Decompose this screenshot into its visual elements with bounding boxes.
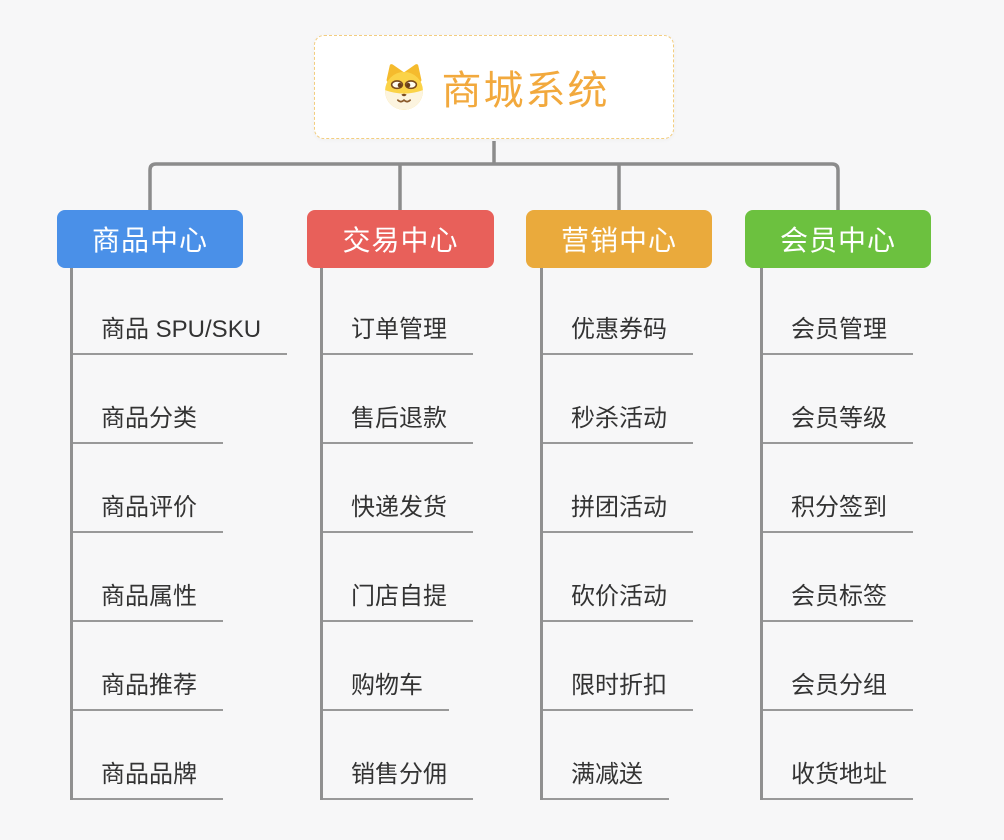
branch-member-children: 会员管理 会员等级 积分签到 会员标签 会员分组 收货地址 [760,268,913,800]
leaf-node[interactable]: 会员分组 [763,672,913,711]
leaf-node[interactable]: 订单管理 [323,316,473,355]
leaf-node[interactable]: 售后退款 [323,405,473,444]
leaf-node[interactable]: 秒杀活动 [543,405,693,444]
leaf-node[interactable]: 砍价活动 [543,583,693,622]
branch-label: 会员中心 [779,225,896,256]
leaf-node[interactable]: 会员标签 [763,583,913,622]
leaf-node[interactable]: 商品分类 [73,405,223,444]
leaf-node[interactable]: 门店自提 [323,583,473,622]
leaf-node[interactable]: 购物车 [323,672,449,711]
leaf-node[interactable]: 拼团活动 [543,494,693,533]
leaf-node[interactable]: 商品品牌 [73,761,223,800]
branch-label: 营销中心 [560,225,677,256]
branch-trade-children: 订单管理 售后退款 快递发货 门店自提 购物车 销售分佣 [320,268,473,800]
root-node[interactable]: 商城系统 [314,35,674,139]
branch-label: 交易中心 [342,225,459,256]
leaf-node[interactable]: 优惠券码 [543,316,693,355]
branch-product-children: 商品 SPU/SKU 商品分类 商品评价 商品属性 商品推荐 商品品牌 [70,268,288,800]
leaf-node[interactable]: 商品属性 [73,583,223,622]
leaf-node[interactable]: 商品评价 [73,494,223,533]
leaf-node[interactable]: 快递发货 [323,494,473,533]
leaf-node[interactable]: 会员等级 [763,405,913,444]
leaf-node[interactable]: 销售分佣 [323,761,473,800]
branch-trade-center[interactable]: 交易中心 [307,210,494,268]
leaf-node[interactable]: 会员管理 [763,316,913,355]
doge-icon [379,63,429,111]
leaf-node[interactable]: 积分签到 [763,494,913,533]
leaf-node[interactable]: 收货地址 [763,761,913,800]
leaf-node[interactable]: 满减送 [543,761,669,800]
branch-product-center[interactable]: 商品中心 [57,210,243,268]
branch-marketing-center[interactable]: 营销中心 [526,210,712,268]
branch-label: 商品中心 [91,225,208,256]
leaf-node[interactable]: 商品推荐 [73,672,223,711]
root-label: 商城系统 [441,69,610,113]
branch-rail-line [148,162,840,212]
leaf-node[interactable]: 限时折扣 [543,672,693,711]
branch-marketing-children: 优惠券码 秒杀活动 拼团活动 砍价活动 限时折扣 满减送 [540,268,693,800]
leaf-node[interactable]: 商品 SPU/SKU [73,316,288,355]
branch-member-center[interactable]: 会员中心 [745,210,931,268]
